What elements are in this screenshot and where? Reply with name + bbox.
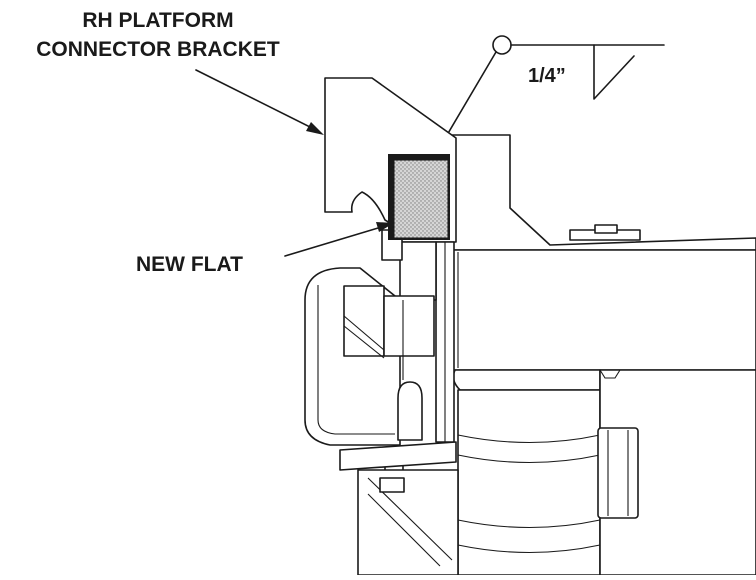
weld-size-label: 1/4”	[528, 65, 566, 87]
fillet-weld-icon	[593, 44, 635, 100]
new-flat-label: NEW FLAT	[136, 253, 243, 276]
bracket-leader	[195, 69, 324, 135]
bracket-label-line1: RH PLATFORM	[82, 9, 233, 32]
new-flat-leader	[284, 222, 394, 257]
new-flat-block	[388, 154, 450, 240]
clamp-assembly	[304, 267, 459, 576]
platform-beam	[451, 134, 756, 576]
bracket-label-line2: CONNECTOR BRACKET	[36, 38, 280, 61]
mount-column	[381, 229, 455, 443]
